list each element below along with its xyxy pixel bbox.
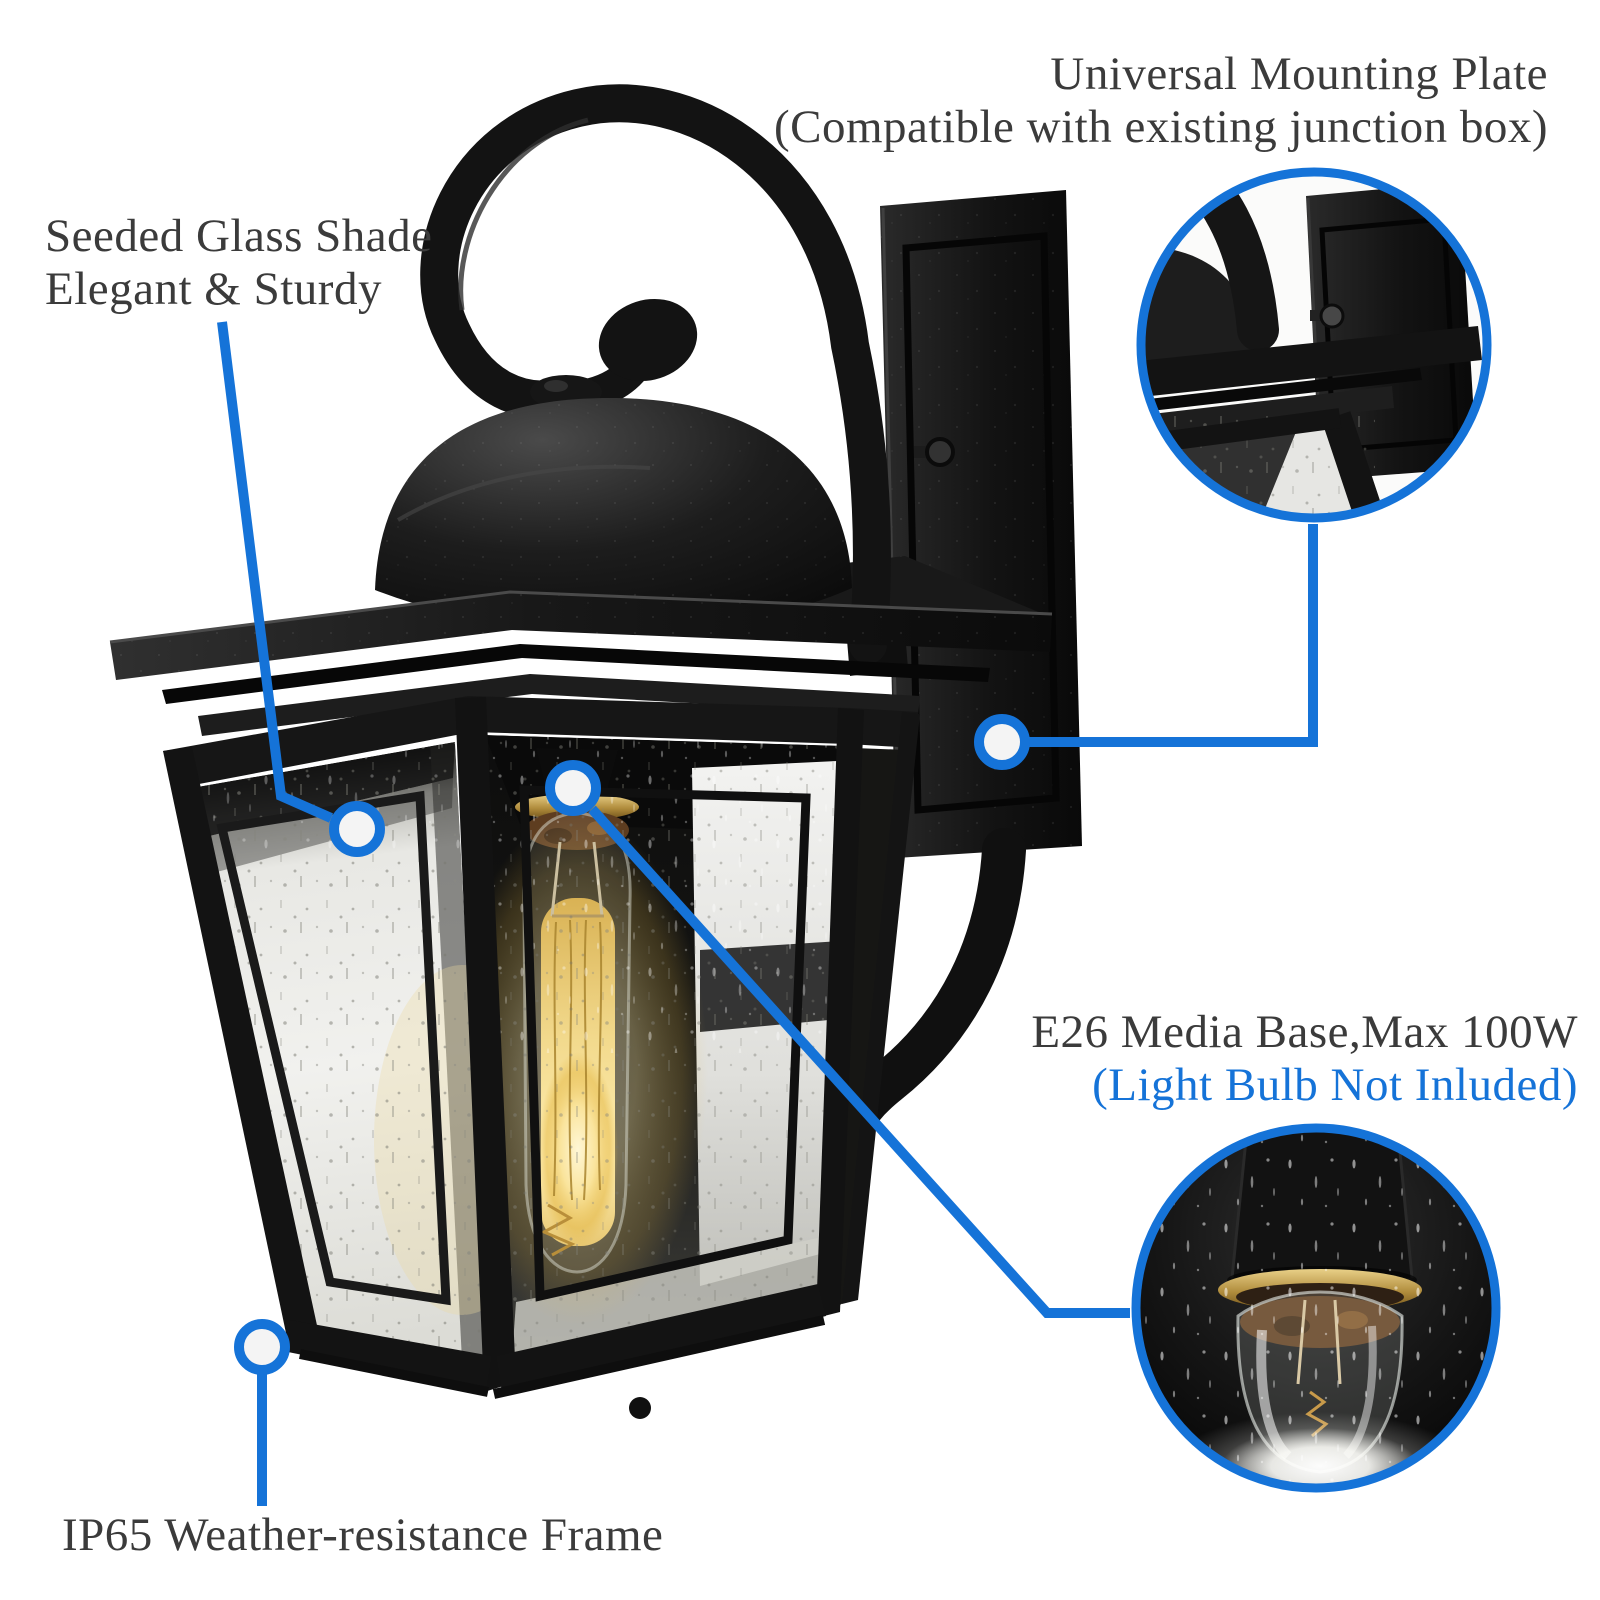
label-mounting-plate-line2: (Compatible with existing junction box) [773, 101, 1548, 153]
label-bulb-base: E26 Media Base,Max 100W (Light Bulb Not … [1031, 1006, 1578, 1112]
callout-connector-lines [217, 321, 1318, 1506]
marker-bulb [545, 760, 601, 816]
label-bulb-base-line1: E26 Media Base,Max 100W [1031, 1006, 1578, 1058]
label-frame: IP65 Weather-resistance Frame [62, 1509, 663, 1562]
plate-screw-knob [914, 437, 955, 467]
label-mounting-plate-line1: Universal Mounting Plate [1050, 48, 1548, 100]
marker-frame [234, 1319, 290, 1375]
mounting-plate-closeup [1136, 167, 1492, 523]
connector-bulb [588, 805, 1130, 1318]
wall-mount-plate [880, 190, 1082, 858]
label-frame-line1: IP65 Weather-resistance Frame [62, 1509, 664, 1561]
label-glass-shade: Seeded Glass Shade Elegant & Sturdy [45, 210, 433, 316]
lantern-frame [163, 696, 920, 1419]
inner-frame-front [519, 785, 811, 1302]
marker-glass-shade [329, 801, 385, 857]
marker-mounting-plate [974, 714, 1030, 770]
callout-markers [234, 714, 1030, 1375]
glass-panel-front [485, 735, 845, 1358]
label-bulb-base-line2: (Light Bulb Not Inluded) [1092, 1059, 1578, 1111]
lantern-roof [109, 590, 1053, 736]
connector-mounting-plate [1002, 524, 1318, 747]
connector-glass-shade [217, 321, 334, 823]
dome-cap [375, 398, 852, 632]
bottom-knob [629, 1397, 651, 1419]
label-glass-shade-line1: Seeded Glass Shade [45, 210, 433, 262]
socket-closeup [1131, 1123, 1501, 1493]
label-mounting-plate: Universal Mounting Plate (Compatible wit… [774, 48, 1548, 154]
magnifier-circle-top [1136, 167, 1492, 523]
magnifier-circle-bottom [1131, 1123, 1501, 1493]
label-glass-shade-line2: Elegant & Sturdy [45, 263, 382, 315]
